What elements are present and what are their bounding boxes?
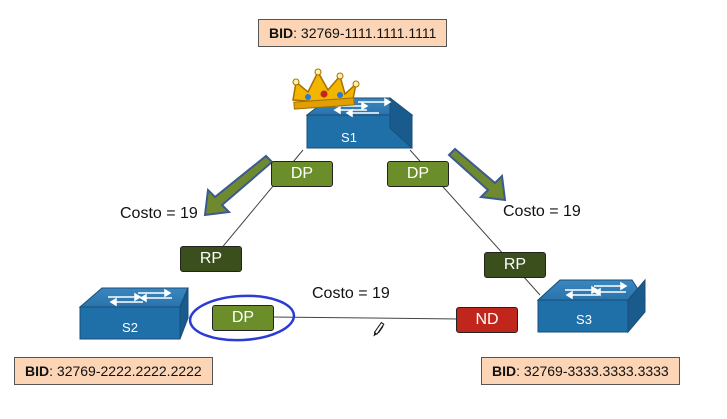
port-s2-top[interactable]: RP bbox=[180, 246, 242, 272]
cost-label-s1-s2: Costo = 19 bbox=[120, 205, 198, 222]
bid-box-s3: BID: 32769-3333.3333.3333 bbox=[481, 357, 680, 385]
crown-icon bbox=[292, 68, 360, 110]
port-s3-left[interactable]: ND bbox=[456, 307, 518, 333]
pen-cursor-icon bbox=[373, 321, 385, 337]
port-s2-right[interactable]: DP bbox=[212, 305, 274, 331]
arrow-icon-right bbox=[447, 147, 507, 202]
port-s1-left[interactable]: DP bbox=[271, 161, 333, 187]
link-s2-s3 bbox=[269, 316, 461, 320]
switch-arrows-icon bbox=[565, 281, 628, 300]
switch-s1[interactable]: S1 bbox=[305, 96, 414, 150]
switch-s1-label: S1 bbox=[341, 130, 357, 145]
bid-prefix-s1: BID bbox=[269, 25, 294, 41]
bid-box-s1: BID: 32769-1111.1111.1111 bbox=[258, 19, 448, 47]
port-s3-top[interactable]: RP bbox=[484, 252, 546, 278]
switch-s3[interactable]: S3 bbox=[536, 278, 646, 334]
bid-prefix-s3: BID bbox=[492, 363, 517, 379]
highlight-circle bbox=[188, 294, 296, 342]
switch-arrows-icon bbox=[108, 288, 172, 307]
cost-label-s1-s3: Costo = 19 bbox=[503, 203, 581, 220]
bid-value-s3: : 32769-3333.3333.3333 bbox=[516, 363, 669, 379]
arrow-icon-left bbox=[203, 154, 274, 217]
bid-box-s2: BID: 32769-2222.2222.2222 bbox=[14, 357, 213, 385]
port-s1-right[interactable]: DP bbox=[387, 161, 449, 187]
switch-s2[interactable]: S2 bbox=[78, 287, 189, 340]
cost-label-s2-s3: Costo = 19 bbox=[312, 285, 390, 302]
switch-s2-label: S2 bbox=[122, 320, 138, 335]
switch-s3-label: S3 bbox=[576, 312, 592, 327]
bid-value-s2: : 32769-2222.2222.2222 bbox=[49, 363, 202, 379]
switch-arrows-icon bbox=[333, 97, 392, 118]
bid-prefix-s2: BID bbox=[25, 363, 50, 379]
bid-value-s1: : 32769-1111.1111.1111 bbox=[293, 25, 437, 41]
